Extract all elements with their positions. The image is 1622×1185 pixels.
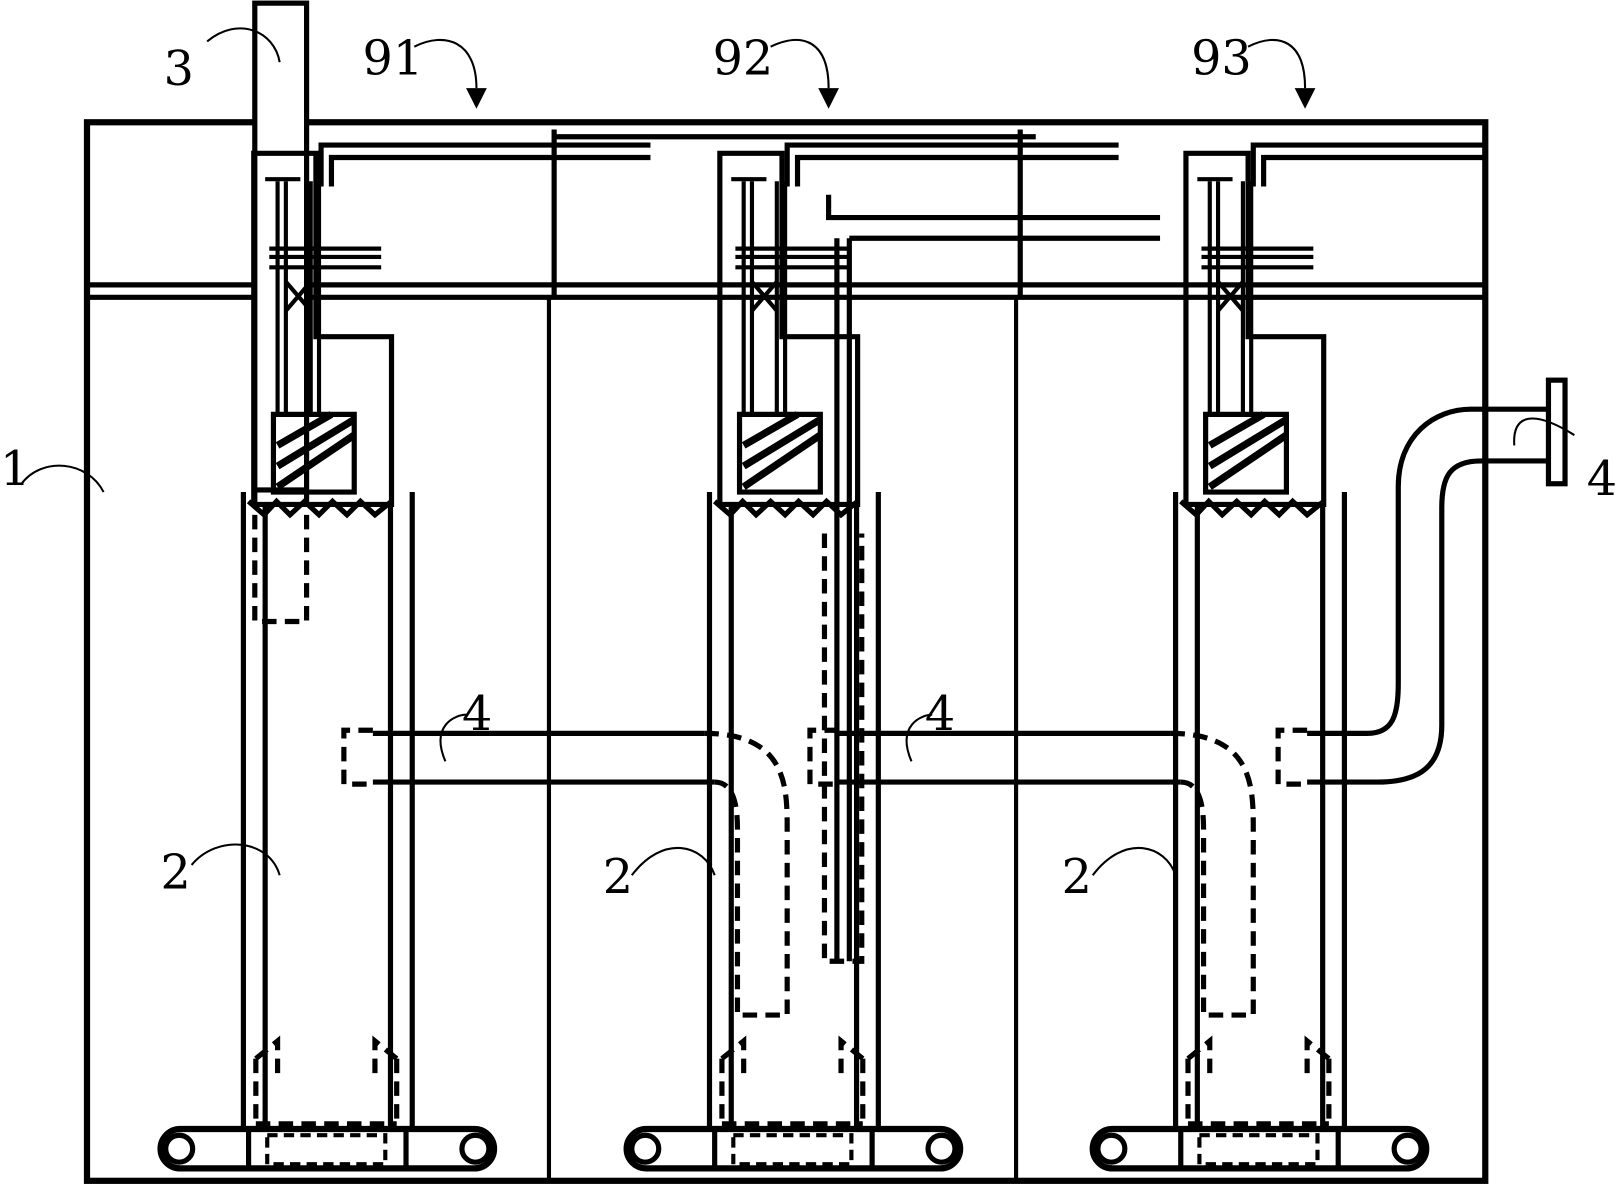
- connecting-pipe-left: [341, 727, 790, 1018]
- label-pipe-mid: 4: [925, 687, 955, 742]
- label-tank: 1: [0, 442, 30, 497]
- unit-mid: [627, 153, 961, 1168]
- outlet-pipe: [1275, 377, 1568, 787]
- label-electrode-93: 93: [1191, 32, 1252, 87]
- lead-down-pipe: [821, 238, 865, 964]
- label-unit-mid: 2: [603, 850, 633, 905]
- connecting-pipe-mid: [807, 727, 1256, 1018]
- leader-lines: [19, 27, 1575, 876]
- label-outlet-pipe: 4: [1587, 452, 1617, 507]
- leader-arrowheads: [466, 88, 1316, 109]
- reference-labels: 3 91 92 93 1 2 2 2 4 4 4: [0, 32, 1617, 905]
- label-inlet-pipe: 3: [164, 42, 194, 97]
- label-electrode-91: 91: [363, 32, 424, 87]
- inlet-pipe: [252, 0, 310, 625]
- unit-right: [1093, 153, 1427, 1168]
- label-unit-right: 2: [1062, 850, 1092, 905]
- unit-left: [161, 153, 495, 1168]
- label-unit-left: 2: [161, 846, 191, 901]
- label-pipe-left: 4: [462, 687, 492, 742]
- label-electrode-92: 92: [713, 32, 774, 87]
- electrode-leads: [318, 134, 1484, 241]
